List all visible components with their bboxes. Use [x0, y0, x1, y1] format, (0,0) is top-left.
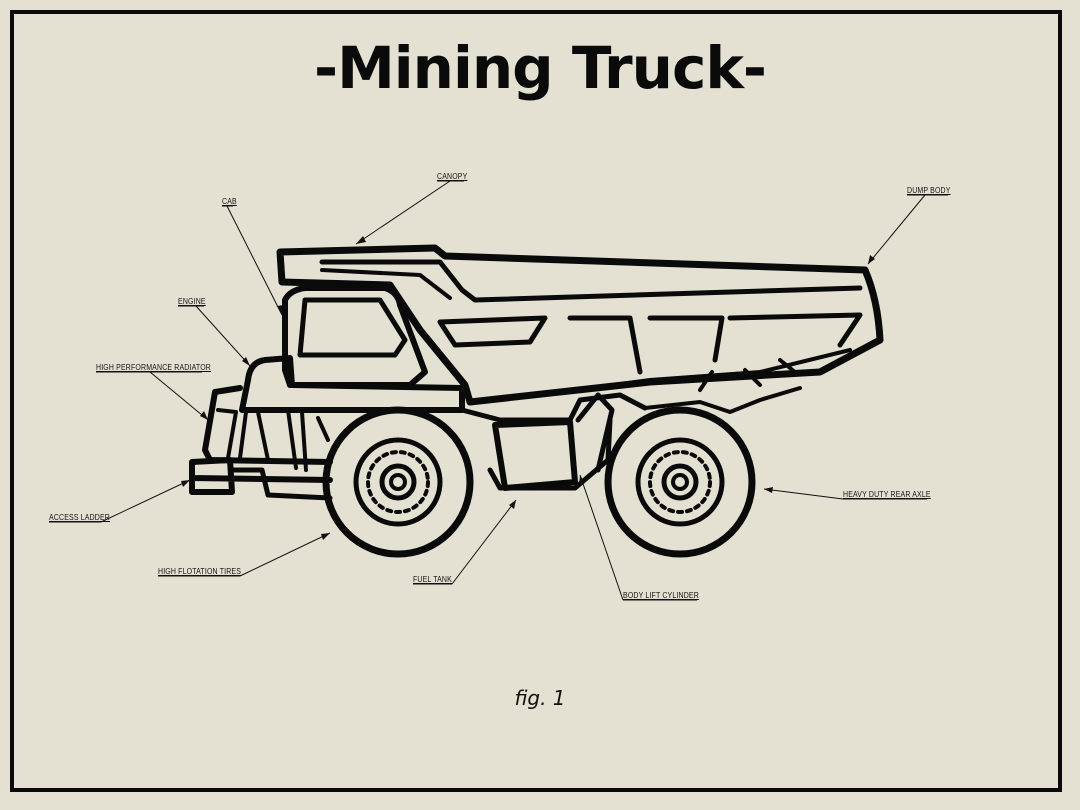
label-body-lift-cylinder: BODY LIFT CYLINDER: [623, 590, 699, 600]
leader-access-ladder: [49, 479, 191, 523]
dump-body-ribs: [437, 312, 863, 375]
leader-body-lift-cylinder: [579, 474, 697, 601]
label-rear-axle: HEAVY DUTY REAR AXLE: [843, 489, 931, 499]
label-access-ladder: ACCESS LADDER: [49, 512, 111, 522]
chassis: [459, 392, 648, 491]
diagram-title: -Mining Truck-: [314, 34, 767, 102]
front-strut: [286, 408, 330, 472]
radiator-grille: [216, 408, 270, 462]
label-dump-body: DUMP BODY: [907, 185, 951, 195]
dump-body-outline: [276, 244, 884, 406]
front-tire: [322, 406, 474, 558]
leader-tires: [158, 532, 331, 577]
dump-body-rim: [319, 259, 863, 303]
access-ladder: [229, 467, 333, 501]
cab-outline: [282, 285, 428, 388]
label-cab: CAB: [222, 196, 237, 206]
leader-cab: [222, 205, 283, 316]
leader-arrowheads: [181, 236, 875, 540]
fuel-tank: [492, 419, 578, 491]
figure-caption: fig. 1: [514, 686, 566, 710]
page-border: [10, 10, 1062, 792]
front-bumper: [189, 457, 333, 495]
leader-radiator: [96, 371, 209, 421]
label-tires: HIGH FLOTATION TIRES: [158, 566, 242, 576]
label-fuel-tank: FUEL TANK: [413, 574, 452, 584]
cab-window: [297, 297, 408, 358]
label-engine: ENGINE: [178, 296, 206, 306]
leader-fuel-tank: [413, 499, 517, 585]
label-radiator: HIGH PERFORMANCE RADIATOR: [96, 362, 211, 372]
leader-canopy: [355, 180, 464, 245]
leader-engine: [178, 305, 251, 367]
leader-lines: [49, 180, 948, 601]
leader-rear-axle: [763, 488, 927, 500]
engine-hood: [239, 355, 465, 413]
dump-body-top-ledge: [320, 268, 452, 300]
label-canopy: CANOPY: [437, 171, 468, 181]
radiator-frame: [202, 385, 333, 465]
dump-body-underside: [468, 348, 852, 404]
leader-dump-body: [867, 194, 948, 265]
rear-tire: [604, 406, 756, 558]
rear-frame: [643, 358, 802, 414]
body-lift-cylinder: [575, 392, 615, 473]
